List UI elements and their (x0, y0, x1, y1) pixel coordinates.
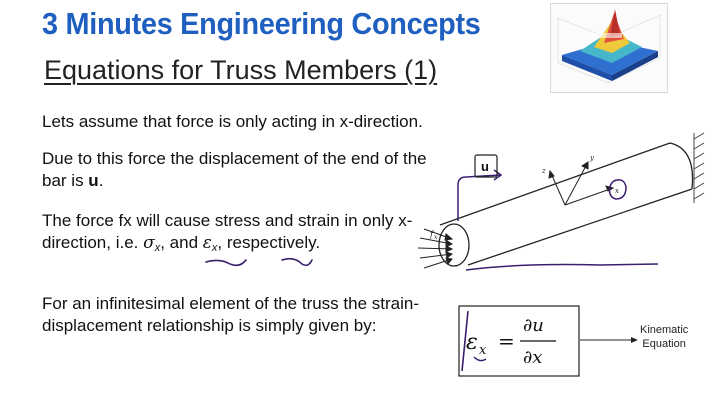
local-axes-icon (548, 161, 615, 206)
respectively-text: , respectively. (217, 233, 321, 252)
force-subscript: x (434, 234, 438, 241)
annotation-arrow (580, 337, 638, 343)
paragraph-force-assumption: Lets assume that force is only acting in… (42, 112, 423, 131)
equation-numerator: ∂u (523, 315, 544, 336)
handwritten-underlines (205, 257, 313, 267)
stress-strain-text: The force fx will cause stress and strai… (42, 211, 413, 252)
displacement-arrow (457, 169, 503, 221)
kinematic-equation-label: Kinematic Equation (640, 323, 688, 351)
fixed-support-icon (693, 132, 705, 203)
handwritten-underline (473, 356, 487, 362)
strain-displacement-equation: ε x = ∂u ∂x (458, 305, 580, 377)
displacement-text: Due to this force the displacement of th… (42, 149, 427, 190)
handwritten-circle (608, 179, 627, 200)
equation-lhs: ε (466, 330, 478, 355)
paragraph-displacement: Due to this force the displacement of th… (42, 148, 442, 192)
handwritten-bracket (461, 310, 469, 372)
displacement-period: . (98, 171, 104, 190)
surface-plot-logo (550, 3, 668, 93)
bar-end-section (438, 223, 470, 267)
epsilon-symbol: ε (202, 233, 212, 253)
handwritten-line (465, 263, 659, 271)
u-box (474, 154, 498, 178)
force-label: f (429, 230, 435, 239)
axis-x-label: x (615, 187, 619, 195)
displacement-symbol: u (88, 171, 99, 190)
bar-fixed-end (669, 142, 694, 190)
force-arrows (417, 228, 454, 269)
paragraph-stress-strain: The force fx will cause stress and strai… (42, 210, 442, 259)
kinematic-label-line2: Equation (642, 338, 686, 350)
equation-box (458, 305, 580, 377)
bar-top-edge (439, 142, 671, 226)
bar-diagram: f x u y z x (417, 132, 705, 271)
epsilon-subscript: x (211, 242, 218, 254)
sigma-symbol: σ (143, 233, 155, 253)
axis-y-label: y (589, 154, 595, 162)
bar-bottom-edge (467, 188, 693, 266)
sigma-subscript: x (154, 242, 161, 254)
axis-z-label: z (541, 167, 546, 175)
paragraph-infinitesimal-element: For an infinitesimal element of the trus… (42, 294, 419, 335)
kinematic-label-line1: Kinematic (640, 324, 689, 336)
series-title: 3 Minutes Engineering Concepts (42, 6, 481, 41)
equation-lhs-subscript: x (479, 343, 487, 358)
equation-denominator: ∂x (523, 347, 542, 368)
equation-equals: = (498, 329, 515, 353)
u-label: u (481, 159, 489, 174)
slide-title: Equations for Truss Members (1) (44, 55, 438, 85)
and-text: , and (160, 233, 203, 252)
